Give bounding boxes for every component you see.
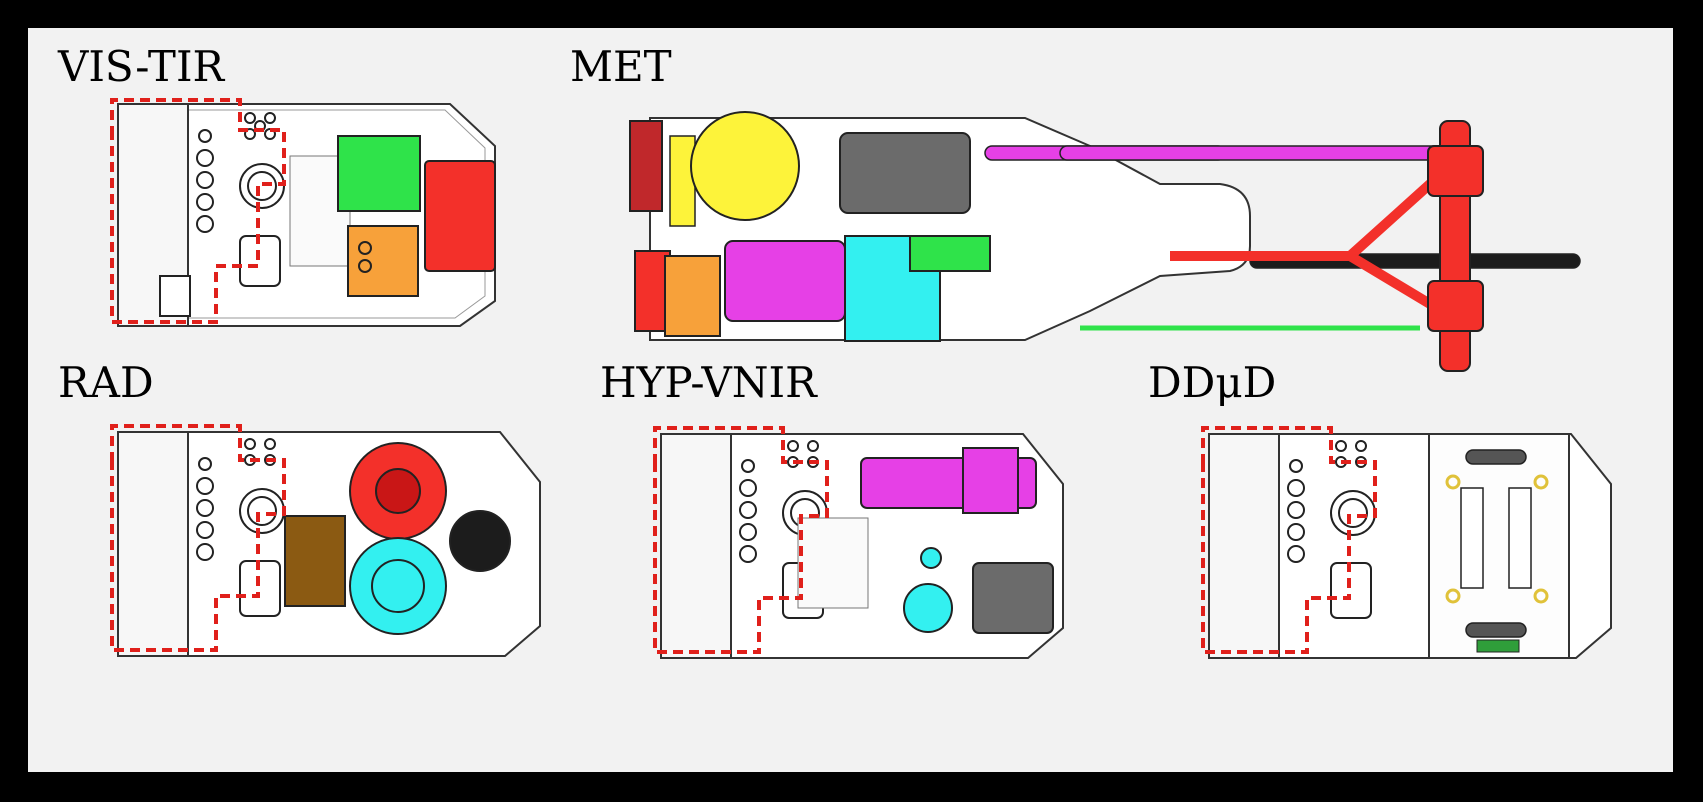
drill-plate <box>1428 433 1570 659</box>
green-component <box>337 135 421 212</box>
diagram-canvas: VIS-TIR MET RAD HYP-VNIR DDμD <box>28 28 1673 772</box>
hyp-vnir-module <box>653 426 1064 659</box>
rad-module <box>110 424 541 657</box>
magenta-box <box>724 240 846 322</box>
brown-component <box>284 515 346 607</box>
ddud-module <box>1201 426 1612 659</box>
vis-tir-module <box>110 98 496 327</box>
title-rad: RAD <box>58 358 154 407</box>
red-component <box>424 160 496 272</box>
grey-box <box>839 132 971 214</box>
black-disc <box>449 510 511 572</box>
title-met: MET <box>570 42 672 91</box>
title-ddud: DDμD <box>1148 358 1277 407</box>
title-vis-tir: VIS-TIR <box>58 42 225 91</box>
grey-block <box>972 562 1054 634</box>
yellow-disc <box>690 111 800 221</box>
cyan-disc <box>349 537 447 635</box>
title-hyp-vnir: HYP-VNIR <box>600 358 817 407</box>
cyan-lens <box>903 583 953 633</box>
met-module <box>629 111 1581 372</box>
orange-component <box>347 225 419 297</box>
